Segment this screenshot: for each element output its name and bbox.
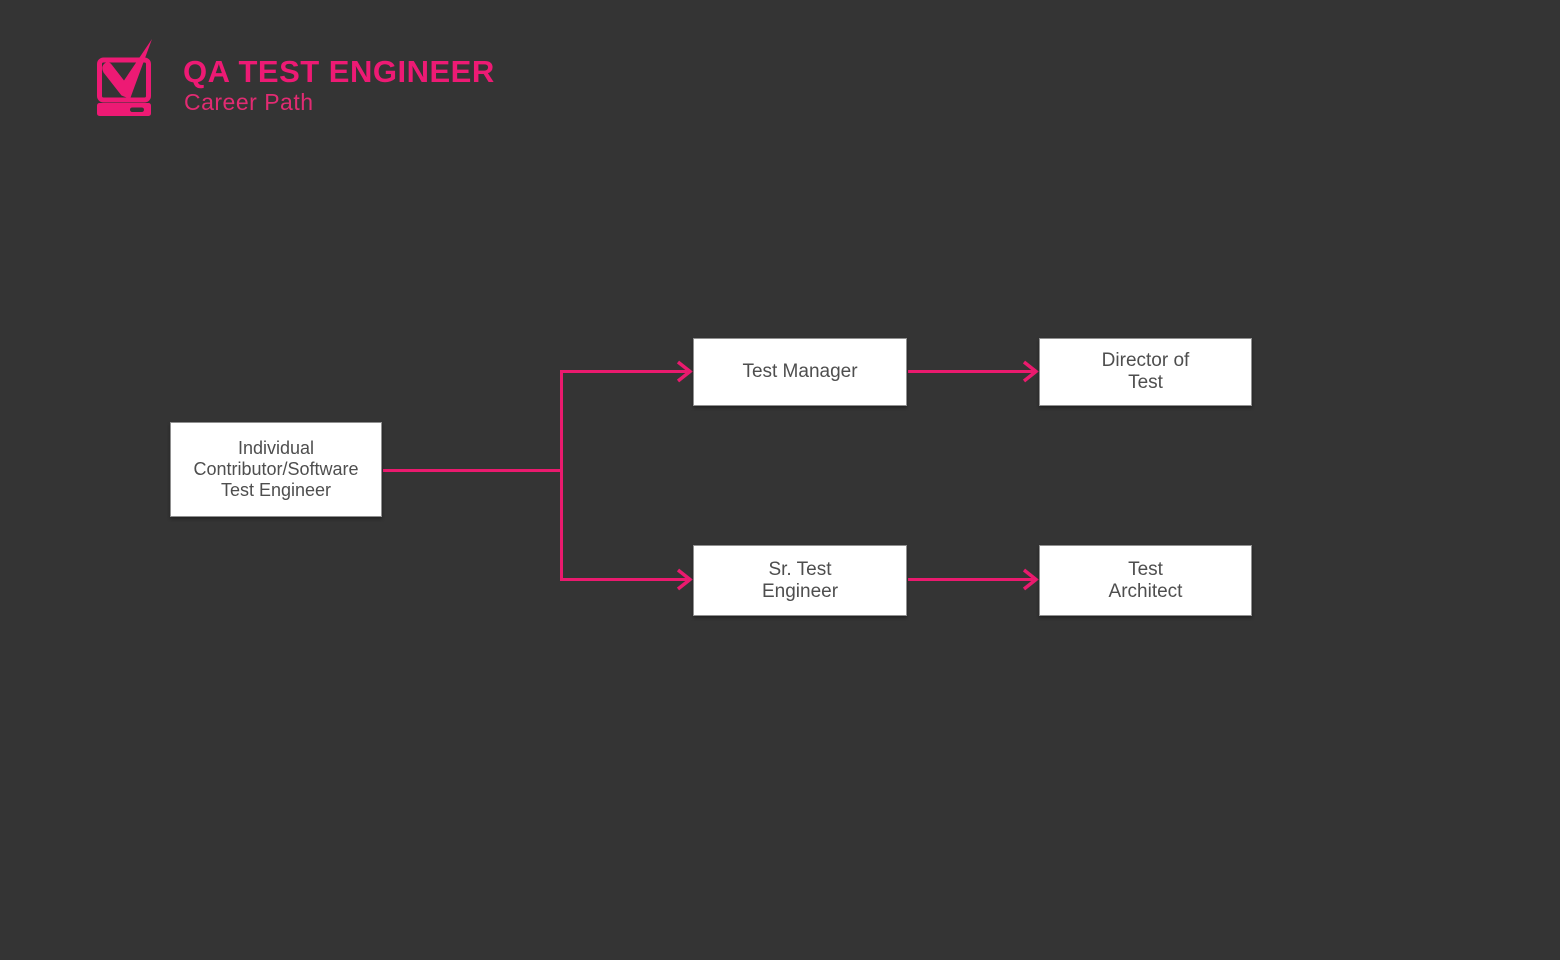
arrowhead-test-architect	[1022, 568, 1039, 591]
monitor-screen	[97, 57, 151, 103]
arrowhead-test-manager	[676, 360, 693, 383]
node-director-of-test: Director of Test	[1039, 338, 1252, 406]
node-sr-test-engineer: Sr. Test Engineer	[693, 545, 907, 616]
page-subtitle: Career Path	[184, 89, 314, 115]
node-individual-contributor: Individual Contributor/Software Test Eng…	[170, 422, 382, 517]
monitor-checkmark-icon	[97, 39, 152, 116]
arrowhead-sr-test-engineer	[676, 568, 693, 591]
node-test-manager: Test Manager	[693, 338, 907, 406]
monitor-base	[97, 103, 151, 116]
monitor-base-dash	[130, 107, 144, 112]
checkmark	[102, 39, 152, 99]
page-title: QA TEST ENGINEER	[183, 54, 495, 89]
node-test-architect: Test Architect	[1039, 545, 1252, 616]
arrowhead-director-of-test	[1022, 360, 1039, 383]
